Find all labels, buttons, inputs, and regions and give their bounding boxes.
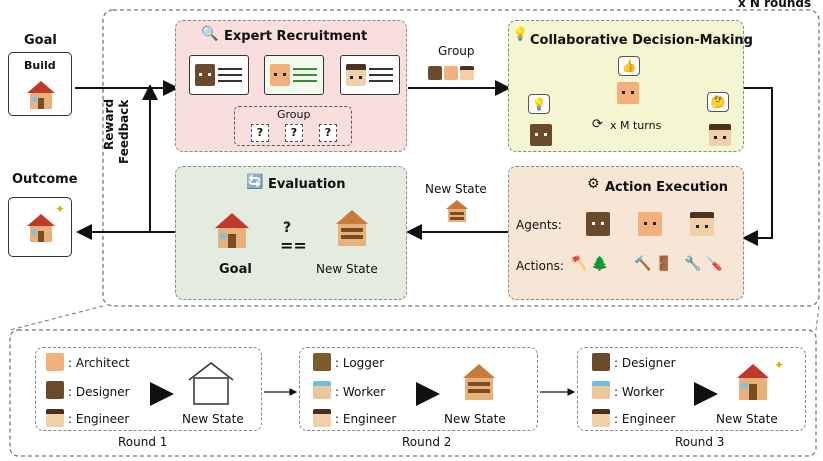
refresh-icon: 🔄 bbox=[246, 174, 264, 190]
thumbs-up-icon: 👍 bbox=[618, 56, 640, 76]
engineer-avatar bbox=[346, 64, 366, 86]
reward-label: Reward bbox=[102, 98, 116, 150]
evaluation-goal-label: Goal bbox=[219, 262, 252, 277]
engineer-avatar bbox=[592, 409, 610, 427]
expert-card bbox=[264, 55, 324, 95]
action-execution-title: Action Execution bbox=[605, 180, 729, 195]
sparkle-icon: ✦ bbox=[55, 202, 66, 216]
placeholder-slot: ? bbox=[319, 124, 337, 142]
equals-sign: == bbox=[280, 236, 307, 255]
round-panel bbox=[577, 347, 806, 431]
question-mark: ? bbox=[283, 220, 292, 236]
goal-build-label: Build bbox=[24, 59, 56, 72]
new-state-label: New State bbox=[425, 182, 487, 196]
evaluation-title: Evaluation bbox=[268, 177, 346, 192]
thinking-icon: 🤔 bbox=[707, 92, 729, 112]
goal-box: Build bbox=[8, 52, 72, 116]
round-member-label: : Architect bbox=[68, 356, 130, 370]
axe-icon: 🪓 bbox=[570, 256, 588, 272]
engineer-avatar bbox=[709, 124, 731, 146]
rounds-label: x N rounds bbox=[738, 0, 812, 10]
engineer-avatar bbox=[46, 409, 64, 427]
magnifier-icon: 🔍 bbox=[201, 26, 219, 42]
round-state-label: New State bbox=[182, 412, 244, 426]
outcome-heading: Outcome bbox=[12, 172, 78, 187]
door-icon: 🚪 bbox=[655, 256, 673, 272]
designer-avatar bbox=[195, 64, 215, 86]
house-icon bbox=[27, 214, 55, 242]
architect-avatar bbox=[617, 82, 639, 104]
round-state-label: New State bbox=[444, 412, 506, 426]
round-member-label: : Engineer bbox=[614, 412, 676, 426]
round-panel bbox=[35, 347, 262, 431]
expert-recruitment-title: Expert Recruitment bbox=[224, 29, 368, 44]
group-output-label: Group bbox=[438, 44, 475, 58]
cycle-icon: ⟳ bbox=[592, 117, 603, 132]
evaluation-new-state-label: New State bbox=[316, 262, 378, 276]
round-member-label: : Designer bbox=[614, 356, 676, 370]
round-name: Round 2 bbox=[402, 435, 452, 449]
placeholder-slot: ? bbox=[251, 124, 269, 142]
engineer-avatar bbox=[460, 66, 474, 80]
collaborative-decision-title: Collaborative Decision-Making bbox=[530, 33, 753, 48]
group-box-label: Group bbox=[277, 108, 311, 121]
agents-label: Agents: bbox=[516, 218, 562, 232]
round-member-label: : Engineer bbox=[68, 412, 130, 426]
house-outline-icon bbox=[188, 362, 234, 405]
actions-label: Actions: bbox=[516, 259, 564, 273]
round-member-label: : Logger bbox=[335, 356, 385, 370]
worker-avatar bbox=[592, 381, 610, 399]
architect-avatar bbox=[46, 353, 64, 371]
house-icon bbox=[215, 213, 249, 248]
screwdriver-icon: 🪛 bbox=[705, 256, 723, 272]
round-state-label: New State bbox=[716, 412, 778, 426]
lightbulb-icon: 💡 bbox=[512, 27, 529, 42]
round-name: Round 3 bbox=[675, 435, 725, 449]
designer-avatar bbox=[592, 353, 610, 371]
worker-avatar bbox=[313, 381, 331, 399]
turns-label: x M turns bbox=[610, 119, 662, 132]
round-member-label: : Engineer bbox=[335, 412, 397, 426]
designer-avatar bbox=[586, 212, 610, 236]
placeholder-slot: ? bbox=[285, 124, 303, 142]
designer-avatar bbox=[428, 66, 442, 80]
round-panel bbox=[299, 347, 538, 431]
expert-card bbox=[189, 55, 249, 95]
house-icon bbox=[27, 81, 55, 109]
expert-card bbox=[340, 55, 400, 95]
partial-house-icon bbox=[463, 364, 495, 400]
architect-avatar bbox=[638, 212, 662, 236]
hammer-icon: 🔨 bbox=[634, 256, 652, 272]
feedback-label: Feedback bbox=[117, 99, 131, 164]
architect-avatar bbox=[444, 66, 458, 80]
designer-avatar bbox=[46, 381, 64, 399]
engineer-avatar bbox=[313, 409, 331, 427]
architect-avatar bbox=[270, 64, 290, 86]
logger-avatar bbox=[313, 353, 331, 371]
round-member-label: : Designer bbox=[68, 385, 130, 399]
sparkle-icon: ✦ bbox=[774, 358, 785, 372]
lightbulb-icon: 💡 bbox=[528, 94, 550, 114]
wrench-icon: 🔧 bbox=[684, 256, 702, 272]
house-icon bbox=[737, 364, 769, 400]
round-member-label: : Worker bbox=[614, 385, 665, 399]
gear-icon: ⚙ bbox=[587, 176, 600, 192]
round-name: Round 1 bbox=[118, 435, 168, 449]
engineer-avatar bbox=[690, 212, 714, 236]
partial-house-icon bbox=[336, 210, 368, 246]
goal-heading: Goal bbox=[24, 33, 57, 48]
outcome-box: ✦ bbox=[8, 197, 72, 257]
evaluation-panel bbox=[175, 166, 407, 300]
group-box: Group ? ? ? bbox=[234, 106, 352, 146]
round-member-label: : Worker bbox=[335, 385, 386, 399]
tree-icon: 🌲 bbox=[591, 256, 609, 272]
partial-house-icon bbox=[446, 200, 468, 222]
designer-avatar bbox=[530, 124, 552, 146]
